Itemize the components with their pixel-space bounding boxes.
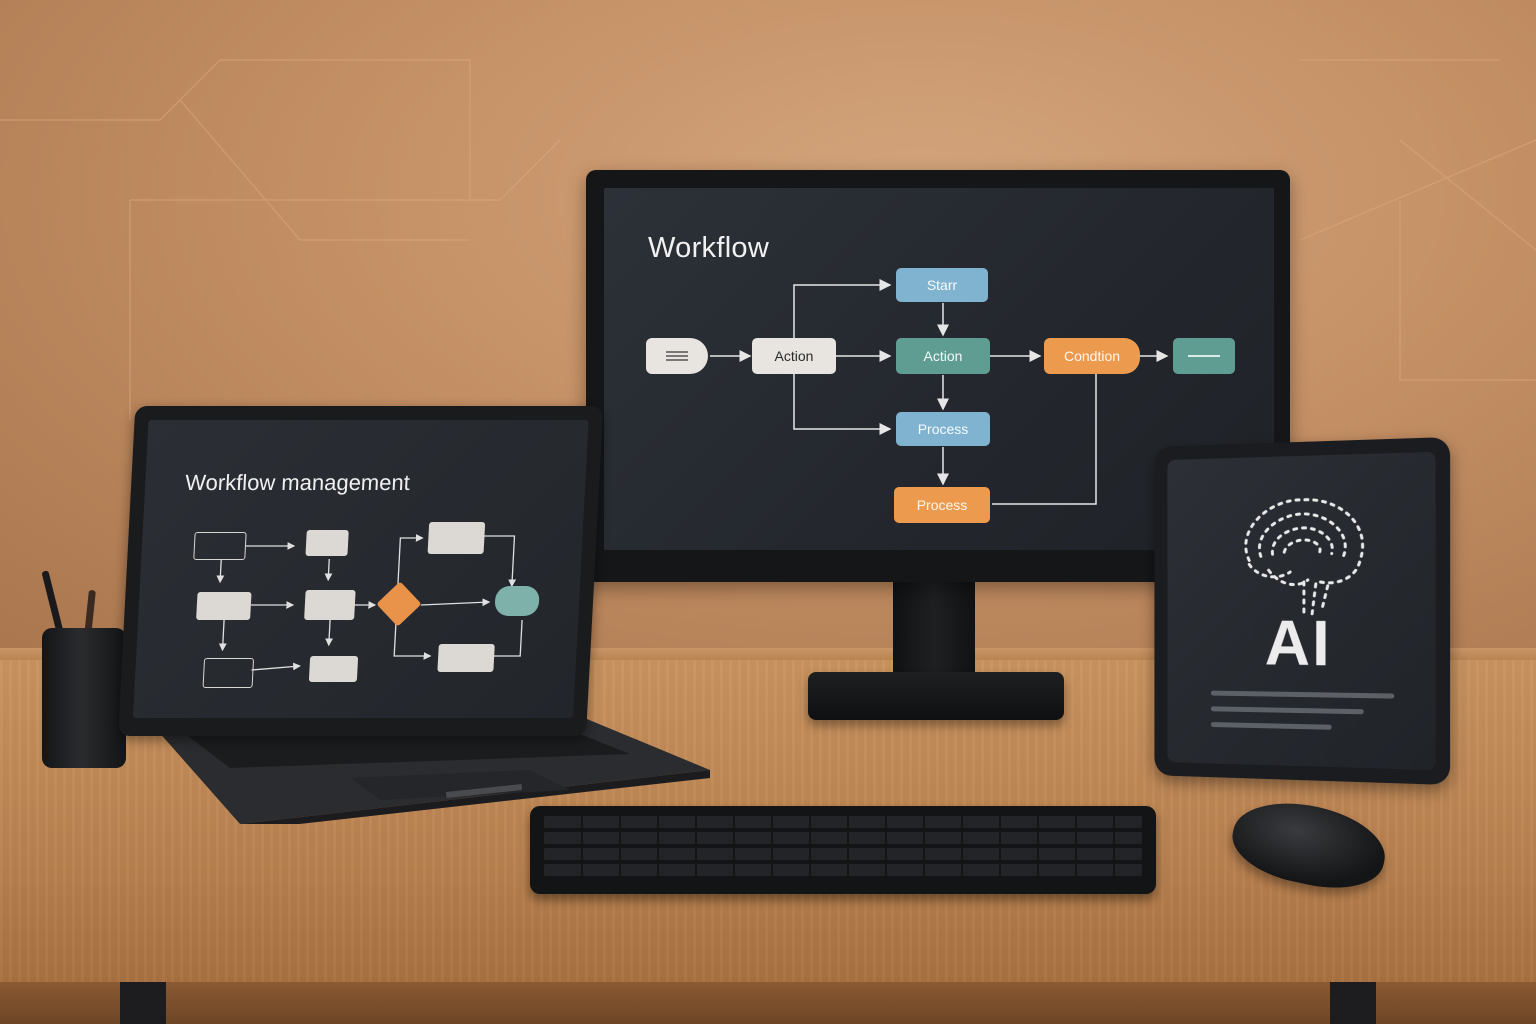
desk-front (0, 982, 1536, 1024)
flowchart-box (427, 522, 486, 554)
node-action-center: Action (896, 338, 990, 374)
monitor-stand-base (808, 672, 1064, 720)
node-action-left: Action (752, 338, 836, 374)
text-line-placeholder (1210, 722, 1332, 730)
text-line-placeholder (1210, 690, 1395, 699)
desk-leg-right (1330, 982, 1376, 1024)
text-line-placeholder (1210, 706, 1364, 715)
end-line (1188, 355, 1220, 357)
node-end (1173, 338, 1235, 374)
flowchart-box (308, 656, 359, 682)
wall-circuit-pattern (0, 59, 1536, 420)
laptop: Workflow management (118, 406, 604, 736)
flowchart-terminal (494, 586, 540, 616)
node-process-blue: Process (896, 412, 990, 446)
desk-leg-left (120, 982, 166, 1024)
tablet-screen: AI (1167, 451, 1436, 771)
hamburger-menu-icon (666, 351, 688, 361)
ai-label: AI (1264, 606, 1332, 680)
workflow-connectors (710, 279, 1169, 505)
monitor-stand-neck (893, 580, 975, 680)
flowchart-box (304, 590, 356, 620)
workflow-start-node (646, 338, 708, 374)
flowchart-box (202, 658, 255, 688)
flowchart-box (193, 532, 247, 560)
brain-icon (1230, 488, 1378, 620)
tablet: AI (1154, 436, 1451, 786)
node-start: Starr (896, 268, 988, 302)
pen-cup (42, 628, 126, 768)
flowchart-box (437, 644, 495, 672)
keyboard-keys (544, 814, 1142, 878)
node-process-orange: Process (894, 487, 990, 523)
flowchart-box (196, 592, 252, 620)
keyboard (530, 806, 1156, 894)
node-condition: Condtion (1044, 338, 1140, 374)
laptop-flowchart-connectors (216, 534, 523, 671)
workflow-title: Workflow (648, 232, 770, 264)
laptop-keyboard-deck (150, 712, 710, 824)
flowchart-box (305, 530, 349, 556)
monitor-screen: Workflow (604, 188, 1274, 550)
laptop-screen: Workflow management (132, 420, 589, 718)
